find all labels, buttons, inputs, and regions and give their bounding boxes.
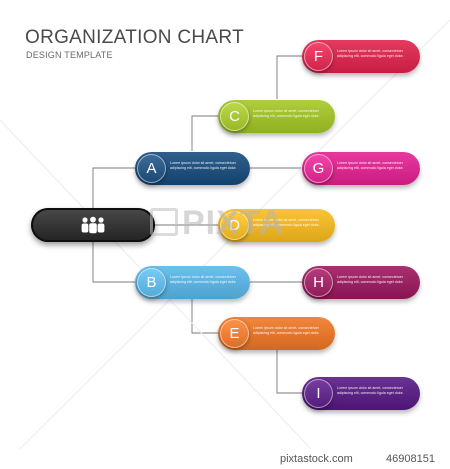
node-b-badge: B bbox=[137, 268, 166, 297]
root-node[interactable] bbox=[31, 208, 155, 242]
chart-subtitle: DESIGN TEMPLATE bbox=[26, 50, 113, 60]
node-a-badge: A bbox=[137, 154, 166, 183]
node-g-text: Lorem ipsum dolor sit amet, consectetuer… bbox=[337, 161, 404, 170]
node-e[interactable]: E Lorem ipsum dolor sit amet, consectetu… bbox=[218, 317, 335, 350]
node-c-text: Lorem ipsum dolor sit amet, consectetuer… bbox=[253, 109, 320, 118]
node-e-text: Lorem ipsum dolor sit amet, consectetuer… bbox=[253, 326, 320, 335]
footer-site: pixtastock.com bbox=[280, 453, 353, 465]
node-c[interactable]: C Lorem ipsum dolor sit amet, consectetu… bbox=[218, 100, 335, 133]
footer-id: 46908151 bbox=[386, 453, 435, 465]
node-h[interactable]: H Lorem ipsum dolor sit amet, consectetu… bbox=[302, 266, 420, 299]
node-f-text: Lorem ipsum dolor sit amet, consectetuer… bbox=[337, 49, 404, 58]
node-a-text: Lorem ipsum dolor sit amet, consectetuer… bbox=[170, 161, 237, 170]
people-group-icon bbox=[79, 216, 107, 239]
node-b-text: Lorem ipsum dolor sit amet, consectetuer… bbox=[170, 275, 237, 284]
node-d-badge: D bbox=[220, 211, 249, 240]
node-d[interactable]: D Lorem ipsum dolor sit amet, consectetu… bbox=[218, 209, 335, 242]
node-h-badge: H bbox=[304, 268, 333, 297]
node-i[interactable]: I Lorem ipsum dolor sit amet, consectetu… bbox=[302, 377, 420, 410]
chart-title: ORGANIZATION CHART bbox=[25, 27, 244, 48]
node-h-text: Lorem ipsum dolor sit amet, consectetuer… bbox=[337, 275, 404, 284]
node-f-badge: F bbox=[304, 42, 333, 71]
node-e-badge: E bbox=[220, 319, 249, 348]
node-i-badge: I bbox=[304, 379, 333, 408]
node-a[interactable]: A Lorem ipsum dolor sit amet, consectetu… bbox=[135, 152, 250, 185]
node-f[interactable]: F Lorem ipsum dolor sit amet, consectetu… bbox=[302, 40, 420, 73]
node-d-text: Lorem ipsum dolor sit amet, consectetuer… bbox=[253, 218, 320, 227]
footer-bar: pixtastock.com 46908151 bbox=[0, 449, 450, 469]
node-b[interactable]: B Lorem ipsum dolor sit amet, consectetu… bbox=[135, 266, 250, 299]
node-i-text: Lorem ipsum dolor sit amet, consectetuer… bbox=[337, 386, 404, 395]
node-g[interactable]: G Lorem ipsum dolor sit amet, consectetu… bbox=[302, 152, 420, 185]
node-g-badge: G bbox=[304, 154, 333, 183]
node-c-badge: C bbox=[220, 102, 249, 131]
